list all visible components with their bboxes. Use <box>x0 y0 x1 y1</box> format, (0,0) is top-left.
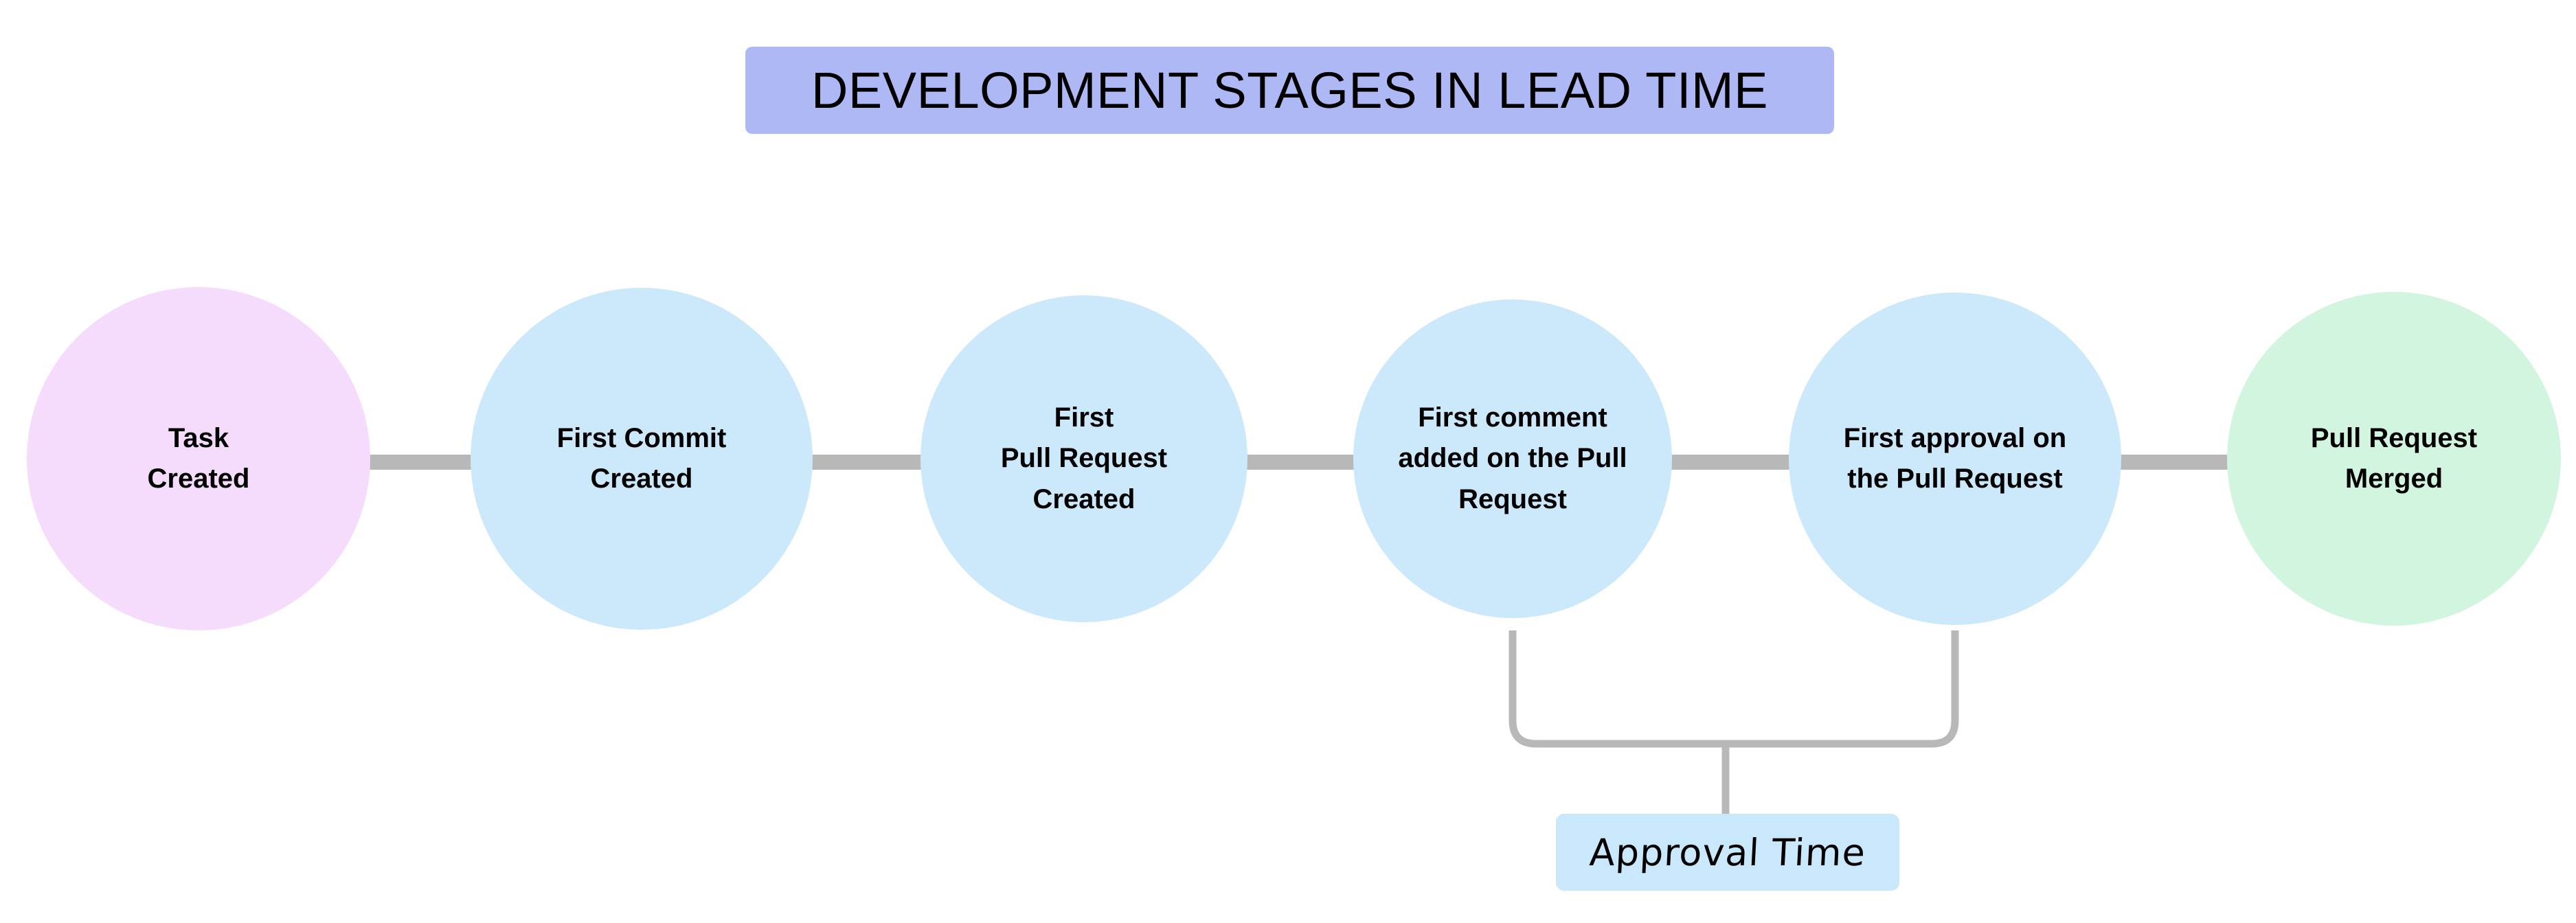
stage-label-first-commit-created: First Commit Created <box>556 422 727 494</box>
stage-label-pull-request-merged: Pull Request Merged <box>2310 422 2478 494</box>
stage-node-first-pull-request-created[interactable]: First Pull Request Created <box>920 295 1247 622</box>
stage-label-first-pull-request-created: First Pull Request Created <box>1000 402 1168 514</box>
stage-label-task-created: Task Created <box>147 422 250 494</box>
diagram-title-text: DEVELOPMENT STAGES IN LEAD TIME <box>811 61 1769 119</box>
connector-link-4-5 <box>1671 455 1790 470</box>
approval-time-bracket <box>1509 630 1959 814</box>
stage-node-first-commit-created[interactable]: First Commit Created <box>471 288 813 630</box>
connector-link-1-2 <box>370 455 473 470</box>
approval-time-callout[interactable]: Approval Time <box>1556 814 1899 891</box>
connector-link-2-3 <box>811 455 922 470</box>
diagram-title-banner: DEVELOPMENT STAGES IN LEAD TIME <box>745 47 1834 134</box>
stage-label-first-approval: First approval on the Pull Request <box>1843 422 2067 494</box>
stage-node-first-comment-added[interactable]: First comment added on the Pull Request <box>1353 299 1672 618</box>
stage-node-first-approval[interactable]: First approval on the Pull Request <box>1789 293 2121 625</box>
stage-node-pull-request-merged[interactable]: Pull Request Merged <box>2227 292 2561 626</box>
connector-link-3-4 <box>1246 455 1355 470</box>
connector-link-5-6 <box>2120 455 2228 470</box>
stage-label-first-comment-added: First comment added on the Pull Request <box>1398 402 1627 514</box>
stage-node-task-created[interactable]: Task Created <box>27 287 370 630</box>
approval-time-label: Approval Time <box>1588 830 1867 874</box>
approval-bracket-path <box>1509 630 1959 748</box>
